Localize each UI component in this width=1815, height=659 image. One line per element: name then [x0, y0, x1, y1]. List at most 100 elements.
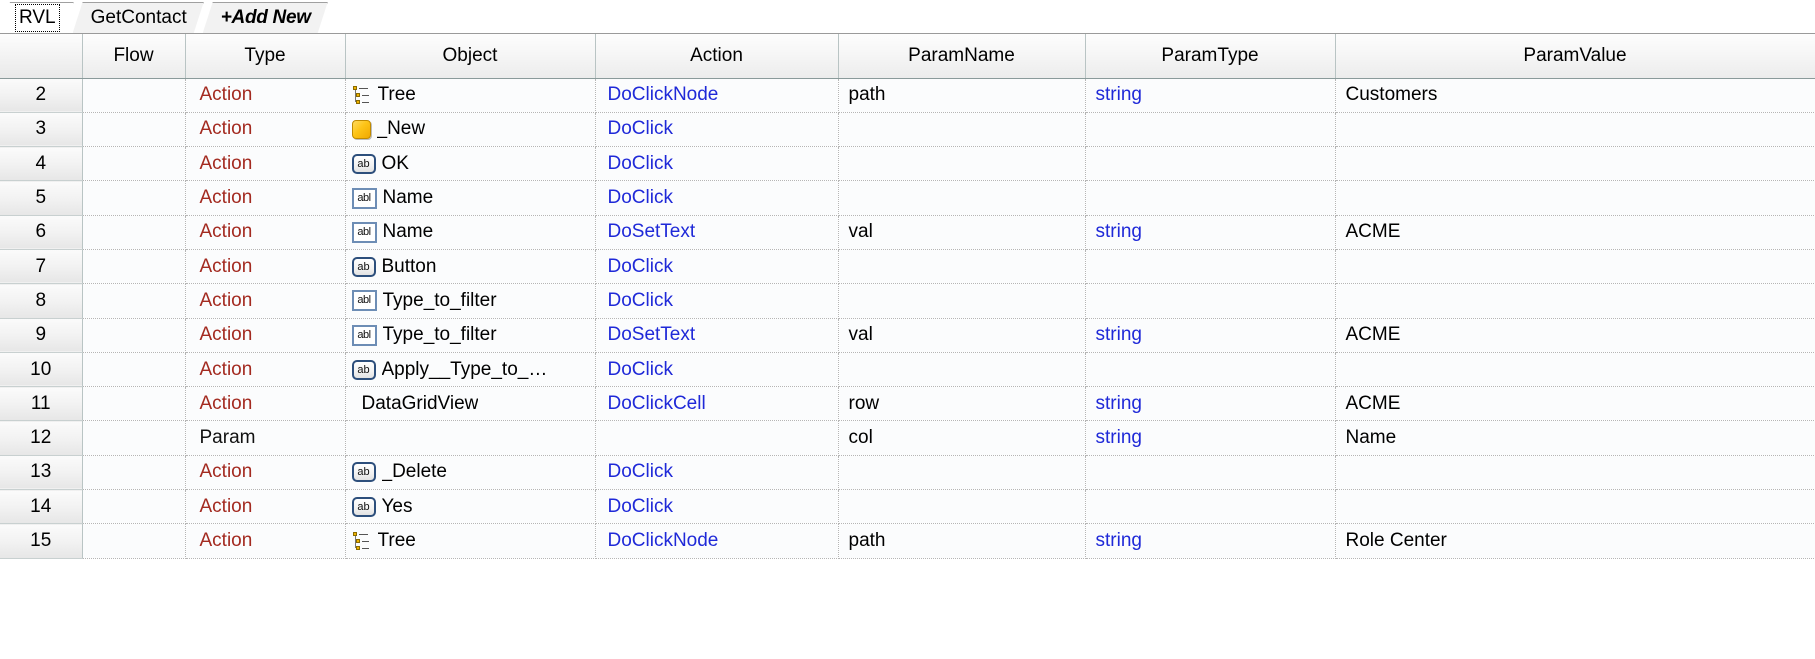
- cell-action[interactable]: DoClick: [595, 455, 839, 491]
- row-header-9[interactable]: 9: [0, 318, 83, 353]
- cell-action[interactable]: DoClick: [595, 112, 839, 148]
- cell-type[interactable]: Action: [185, 523, 346, 559]
- cell-paramname[interactable]: [838, 249, 1086, 285]
- cell-object[interactable]: [345, 420, 596, 456]
- column-header-corner[interactable]: [0, 34, 83, 79]
- cell-paramvalue[interactable]: [1335, 112, 1815, 148]
- cell-action[interactable]: DoSetText: [595, 215, 839, 250]
- cell-paramtype[interactable]: string: [1085, 215, 1336, 250]
- tab-getcontact[interactable]: GetContact: [73, 2, 204, 33]
- column-header-paramname[interactable]: ParamName: [838, 34, 1086, 79]
- cell-paramvalue[interactable]: [1335, 352, 1815, 388]
- cell-flow[interactable]: [82, 249, 186, 285]
- cell-paramname[interactable]: [838, 112, 1086, 148]
- cell-paramtype[interactable]: [1085, 352, 1336, 388]
- cell-type[interactable]: Action: [185, 386, 346, 422]
- cell-paramvalue[interactable]: Role Center: [1335, 523, 1815, 559]
- cell-flow[interactable]: [82, 352, 186, 388]
- cell-flow[interactable]: [82, 78, 186, 113]
- column-header-object[interactable]: Object: [345, 34, 596, 79]
- cell-type[interactable]: Action: [185, 283, 346, 319]
- row-header-11[interactable]: 11: [0, 386, 83, 422]
- cell-type[interactable]: Action: [185, 112, 346, 148]
- column-header-paramtype[interactable]: ParamType: [1085, 34, 1336, 79]
- cell-paramvalue[interactable]: [1335, 146, 1815, 182]
- cell-action[interactable]: DoSetText: [595, 318, 839, 353]
- row-header-2[interactable]: 2: [0, 78, 83, 113]
- cell-flow[interactable]: [82, 420, 186, 456]
- row-header-5[interactable]: 5: [0, 180, 83, 216]
- cell-paramname[interactable]: [838, 283, 1086, 319]
- tab-add-new[interactable]: +Add New: [203, 2, 328, 33]
- cell-paramvalue[interactable]: ACME: [1335, 386, 1815, 422]
- cell-flow[interactable]: [82, 386, 186, 422]
- cell-object[interactable]: DataGridView: [345, 386, 596, 422]
- cell-object[interactable]: _New: [345, 112, 596, 148]
- cell-paramname[interactable]: path: [838, 78, 1086, 113]
- cell-flow[interactable]: [82, 112, 186, 148]
- cell-type[interactable]: Action: [185, 215, 346, 250]
- cell-paramvalue[interactable]: [1335, 180, 1815, 216]
- cell-type[interactable]: Action: [185, 489, 346, 525]
- cell-paramname[interactable]: [838, 146, 1086, 182]
- column-header-flow[interactable]: Flow: [82, 34, 186, 79]
- column-header-type[interactable]: Type: [185, 34, 346, 79]
- cell-flow[interactable]: [82, 489, 186, 525]
- cell-type[interactable]: Action: [185, 318, 346, 353]
- cell-paramtype[interactable]: string: [1085, 318, 1336, 353]
- row-header-7[interactable]: 7: [0, 249, 83, 285]
- cell-paramname[interactable]: col: [838, 420, 1086, 456]
- cell-type[interactable]: Action: [185, 455, 346, 491]
- cell-object[interactable]: Tree: [345, 78, 596, 113]
- cell-action[interactable]: DoClick: [595, 352, 839, 388]
- cell-action[interactable]: [595, 420, 839, 456]
- cell-paramtype[interactable]: string: [1085, 78, 1336, 113]
- cell-flow[interactable]: [82, 180, 186, 216]
- cell-paramtype[interactable]: [1085, 180, 1336, 216]
- cell-paramname[interactable]: [838, 352, 1086, 388]
- cell-paramname[interactable]: [838, 455, 1086, 491]
- data-grid-container[interactable]: Flow Type Object Action ParamName ParamT…: [0, 34, 1815, 659]
- cell-paramtype[interactable]: string: [1085, 420, 1336, 456]
- cell-action[interactable]: DoClickNode: [595, 78, 839, 113]
- cell-paramtype[interactable]: [1085, 455, 1336, 491]
- cell-paramvalue[interactable]: [1335, 489, 1815, 525]
- cell-paramvalue[interactable]: [1335, 283, 1815, 319]
- cell-object[interactable]: ab_Delete: [345, 455, 596, 491]
- cell-flow[interactable]: [82, 283, 186, 319]
- cell-action[interactable]: DoClick: [595, 283, 839, 319]
- row-header-12[interactable]: 12: [0, 420, 83, 456]
- row-header-13[interactable]: 13: [0, 455, 83, 491]
- cell-paramtype[interactable]: string: [1085, 523, 1336, 559]
- cell-type[interactable]: Action: [185, 78, 346, 113]
- column-header-paramvalue[interactable]: ParamValue: [1335, 34, 1815, 79]
- cell-paramtype[interactable]: [1085, 146, 1336, 182]
- cell-flow[interactable]: [82, 523, 186, 559]
- cell-action[interactable]: DoClick: [595, 180, 839, 216]
- cell-paramname[interactable]: [838, 180, 1086, 216]
- cell-flow[interactable]: [82, 215, 186, 250]
- cell-type[interactable]: Param: [185, 420, 346, 456]
- cell-paramname[interactable]: val: [838, 215, 1086, 250]
- cell-paramname[interactable]: row: [838, 386, 1086, 422]
- cell-paramtype[interactable]: [1085, 249, 1336, 285]
- cell-flow[interactable]: [82, 318, 186, 353]
- cell-action[interactable]: DoClickCell: [595, 386, 839, 422]
- cell-paramvalue[interactable]: Name: [1335, 420, 1815, 456]
